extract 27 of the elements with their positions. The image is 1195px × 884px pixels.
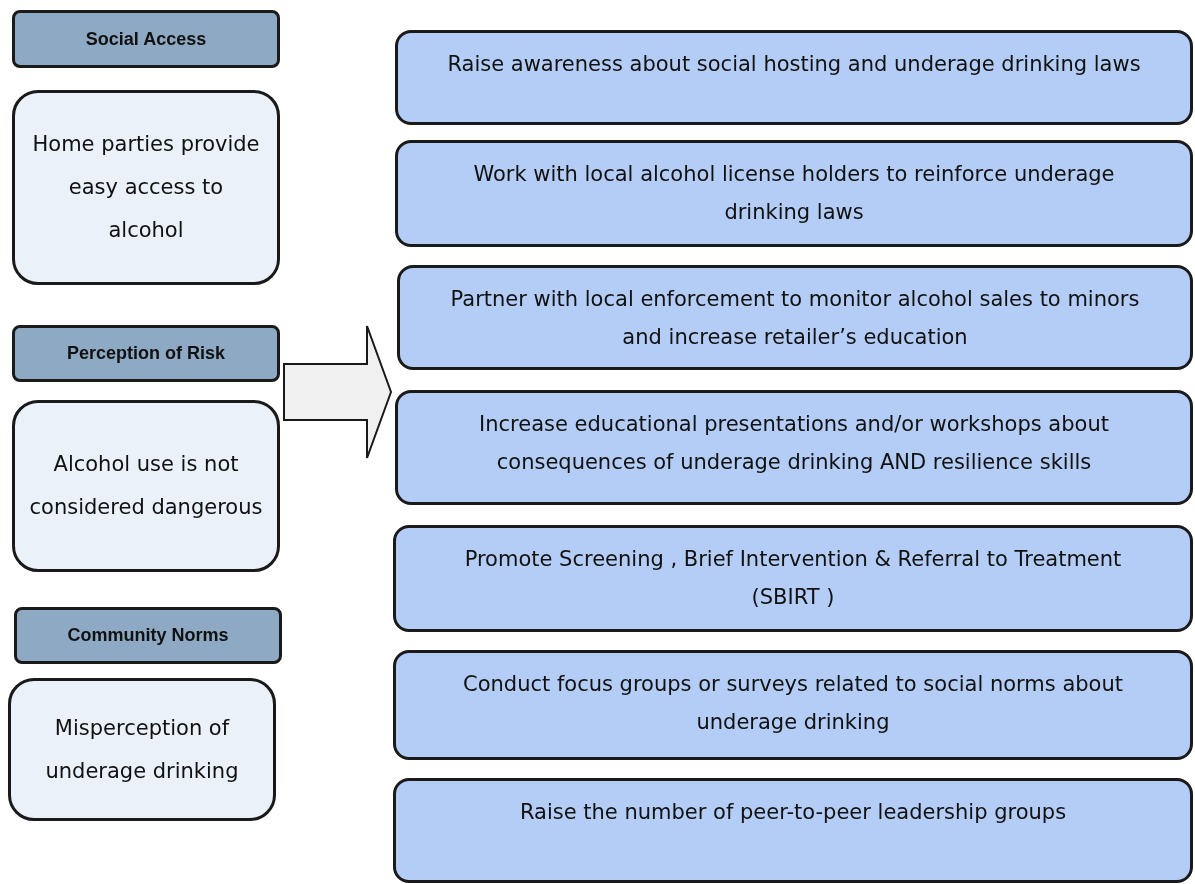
strategy-box xyxy=(393,778,1193,883)
strategy-box xyxy=(395,30,1193,125)
strategy-box xyxy=(393,525,1193,632)
risk-factor-box xyxy=(12,400,280,572)
node-text: Raise awareness about social hosting and underage drinking laws xyxy=(447,51,1141,78)
header-text: Social Access xyxy=(85,28,207,50)
node-text: Work with local alcohol license holders to reinforce underage drinking laws xyxy=(472,161,1116,226)
node-text: Misperception of underage drinking xyxy=(44,714,240,785)
strategy-box xyxy=(397,265,1193,370)
category-header xyxy=(12,10,280,68)
node-text: Raise the number of peer-to-peer leadership groups xyxy=(519,799,1067,826)
strategy-box xyxy=(395,390,1193,505)
block-arrow xyxy=(283,325,393,459)
node-text: Conduct focus groups or surveys related to social norms about underage drinking xyxy=(462,671,1124,736)
category-header xyxy=(14,607,282,664)
header-text: Community Norms xyxy=(67,625,229,646)
node-text: Increase educational presentations and/or workshops about consequences of underage drinking AND resilience skills xyxy=(478,411,1110,476)
header-text: Perception of Risk xyxy=(66,343,225,364)
strategy-box xyxy=(395,140,1193,247)
node-text: Promote Screening , Brief Intervention & Referral to Treatment (SBIRT ) xyxy=(463,546,1123,611)
node-text: Partner with local enforcement to monitor alcohol sales to minors and increase retailer’s education xyxy=(449,286,1141,351)
risk-factor-box xyxy=(12,90,280,285)
node-text: Home parties provide easy access to alcohol xyxy=(31,131,261,244)
node-text: Alcohol use is not considered dangerous xyxy=(29,451,263,521)
strategy-box xyxy=(393,650,1193,760)
category-header xyxy=(12,325,280,382)
risk-factor-box xyxy=(8,678,276,821)
